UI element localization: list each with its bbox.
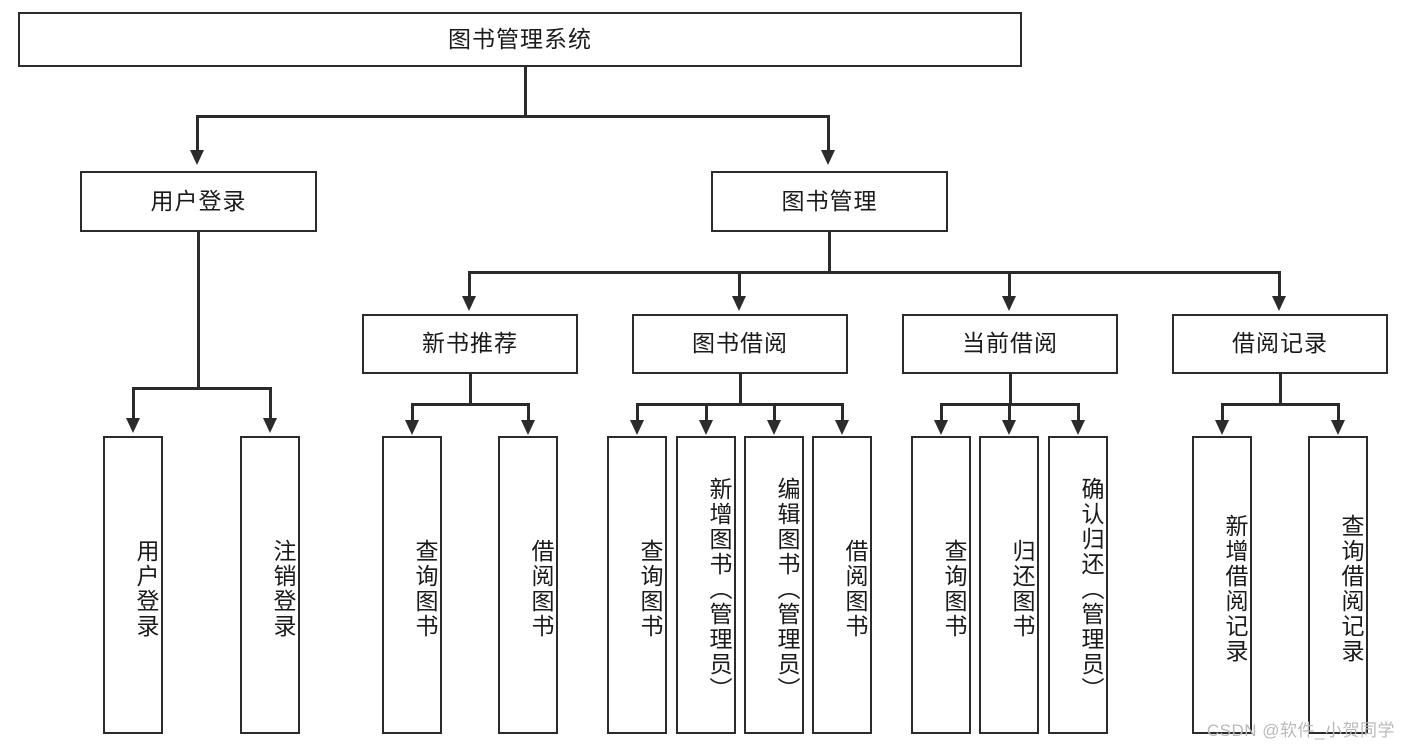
arrowhead-book-mgmt-current-borrow — [1002, 296, 1016, 311]
connector-current-borrow-leaf-3 — [1077, 403, 1080, 421]
arrowhead-root-to-book-mgmt — [821, 150, 835, 165]
connector-book-borrow-leaf-2 — [705, 403, 708, 421]
leaf-book-borrow-add-book-label: 新增图书（管理员） — [706, 476, 732, 702]
connector-current-borrow-leaf-2 — [1008, 403, 1011, 421]
node-new-book-recommend-label: 新书推荐 — [422, 330, 518, 357]
connector-user-login-stem — [197, 232, 200, 388]
leaf-current-borrow-query-book[interactable]: 查询图书 — [911, 436, 971, 734]
connector-new-book-leaf-1 — [411, 403, 414, 421]
leaf-user-login-login[interactable]: 用户登录 — [103, 436, 163, 734]
arrowhead-new-book-leaf-1 — [405, 420, 419, 435]
node-book-management-label: 图书管理 — [781, 187, 878, 214]
arrowhead-book-borrow-leaf-4 — [835, 420, 849, 435]
connector-book-mgmt-to-current-borrow — [1008, 271, 1011, 297]
leaf-current-borrow-confirm-return-label: 确认归还（管理员） — [1078, 476, 1104, 702]
node-book-borrow[interactable]: 图书借阅 — [632, 314, 848, 374]
connector-root-bus — [197, 115, 828, 118]
arrowhead-root-to-user-login — [190, 150, 204, 165]
connector-root-stem — [524, 67, 527, 116]
connector-book-mgmt-to-borrow-record — [1278, 271, 1281, 297]
node-borrow-record[interactable]: 借阅记录 — [1172, 314, 1388, 374]
node-current-borrow-label: 当前借阅 — [962, 330, 1058, 357]
connector-user-login-to-leaf-1 — [132, 387, 135, 419]
leaf-new-book-borrow-book-label: 借阅图书 — [528, 539, 554, 639]
arrowhead-book-borrow-leaf-1 — [630, 420, 644, 435]
leaf-current-borrow-return-book[interactable]: 归还图书 — [979, 436, 1039, 734]
connector-book-mgmt-to-new-book — [468, 271, 471, 297]
arrowhead-book-borrow-leaf-3 — [767, 420, 781, 435]
arrowhead-current-borrow-leaf-3 — [1071, 420, 1085, 435]
arrowhead-new-book-leaf-2 — [521, 420, 535, 435]
leaf-new-book-borrow-book[interactable]: 借阅图书 — [498, 436, 558, 734]
arrowhead-book-mgmt-book-borrow — [732, 296, 746, 311]
connector-borrow-record-leaf-1 — [1221, 403, 1224, 421]
connector-user-login-bus — [133, 387, 270, 390]
leaf-book-borrow-borrow-book[interactable]: 借阅图书 — [812, 436, 872, 734]
connector-current-borrow-stem — [1009, 374, 1012, 404]
arrowhead-user-login-leaf-2 — [263, 418, 277, 433]
connector-book-mgmt-stem — [828, 232, 831, 272]
node-book-management[interactable]: 图书管理 — [711, 171, 948, 232]
connector-book-borrow-bus — [637, 403, 843, 406]
leaf-book-borrow-edit-book-label: 编辑图书（管理员） — [774, 476, 800, 702]
leaf-book-borrow-edit-book[interactable]: 编辑图书（管理员） — [744, 436, 804, 734]
node-root-system-label: 图书管理系统 — [448, 25, 592, 52]
node-user-login-label: 用户登录 — [150, 187, 247, 214]
leaf-user-login-login-label: 用户登录 — [133, 539, 159, 639]
arrowhead-borrow-record-leaf-1 — [1215, 420, 1229, 435]
arrowhead-user-login-leaf-1 — [126, 418, 140, 433]
connector-user-login-to-leaf-2 — [269, 387, 272, 419]
leaf-borrow-record-add-record-label: 新增借阅记录 — [1222, 514, 1248, 664]
connector-borrow-record-stem — [1279, 374, 1282, 404]
csdn-watermark: CSDN @软件_小贺同学 — [1206, 721, 1395, 740]
leaf-user-login-logout[interactable]: 注销登录 — [240, 436, 300, 734]
node-current-borrow[interactable]: 当前借阅 — [902, 314, 1118, 374]
connector-book-borrow-leaf-3 — [773, 403, 776, 421]
leaf-book-borrow-query-book[interactable]: 查询图书 — [607, 436, 667, 734]
leaf-new-book-query-book-label: 查询图书 — [412, 539, 438, 639]
leaf-current-borrow-confirm-return[interactable]: 确认归还（管理员） — [1048, 436, 1108, 734]
leaf-new-book-query-book[interactable]: 查询图书 — [382, 436, 442, 734]
arrowhead-borrow-record-leaf-2 — [1331, 420, 1345, 435]
arrowhead-book-mgmt-new-book — [462, 296, 476, 311]
leaf-borrow-record-query-record-label: 查询借阅记录 — [1338, 514, 1364, 664]
arrowhead-book-borrow-leaf-2 — [699, 420, 713, 435]
connector-borrow-record-leaf-2 — [1337, 403, 1340, 421]
connector-book-borrow-leaf-1 — [636, 403, 639, 421]
leaf-borrow-record-add-record[interactable]: 新增借阅记录 — [1192, 436, 1252, 734]
node-book-borrow-label: 图书借阅 — [692, 330, 788, 357]
node-borrow-record-label: 借阅记录 — [1232, 330, 1328, 357]
leaf-current-borrow-query-book-label: 查询图书 — [941, 539, 967, 639]
arrowhead-current-borrow-leaf-1 — [934, 420, 948, 435]
arrowhead-current-borrow-leaf-2 — [1002, 420, 1016, 435]
leaf-book-borrow-borrow-book-label: 借阅图书 — [842, 539, 868, 639]
leaf-book-borrow-query-book-label: 查询图书 — [637, 539, 663, 639]
arrowhead-book-mgmt-borrow-record — [1272, 296, 1286, 311]
leaf-user-login-logout-label: 注销登录 — [270, 539, 296, 639]
connector-root-to-user-login — [196, 115, 199, 153]
connector-new-book-stem — [469, 374, 472, 404]
leaf-borrow-record-query-record[interactable]: 查询借阅记录 — [1308, 436, 1368, 734]
leaf-current-borrow-return-book-label: 归还图书 — [1009, 539, 1035, 639]
connector-current-borrow-leaf-1 — [940, 403, 943, 421]
connector-root-to-book-mgmt — [827, 115, 830, 153]
connector-borrow-record-bus — [1222, 403, 1338, 406]
connector-book-borrow-leaf-4 — [841, 403, 844, 421]
connector-book-mgmt-to-book-borrow — [738, 271, 741, 297]
connector-new-book-leaf-2 — [527, 403, 530, 421]
connector-book-borrow-stem — [739, 374, 742, 404]
node-root-system[interactable]: 图书管理系统 — [18, 12, 1022, 67]
leaf-book-borrow-add-book[interactable]: 新增图书（管理员） — [676, 436, 736, 734]
node-new-book-recommend[interactable]: 新书推荐 — [362, 314, 578, 374]
node-user-login[interactable]: 用户登录 — [80, 171, 317, 232]
connector-book-mgmt-bus — [469, 271, 1281, 274]
connector-new-book-bus — [412, 403, 528, 406]
